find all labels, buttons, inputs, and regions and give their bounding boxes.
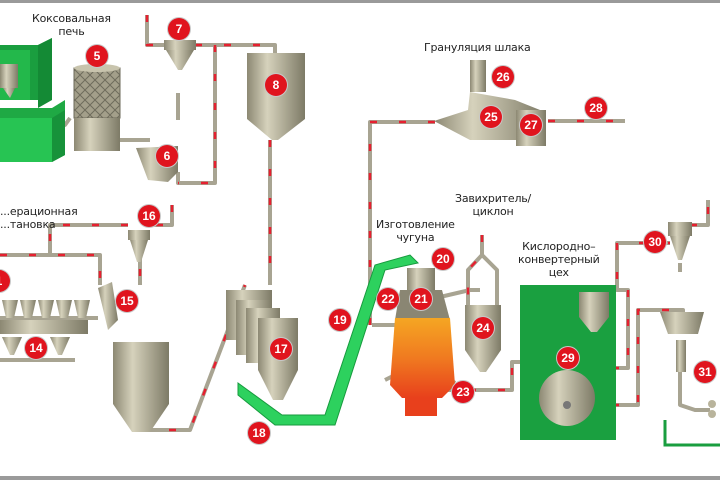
badge-5: 5	[86, 45, 108, 67]
badge-8: 8	[265, 74, 287, 96]
top-border	[0, 0, 720, 3]
chute-15	[98, 282, 118, 330]
converter	[539, 370, 595, 426]
badge-25: 25	[480, 106, 502, 128]
badge-19: 19	[329, 309, 351, 331]
badge-22: 22	[377, 288, 399, 310]
pipe	[0, 253, 102, 285]
badge-29: 29	[557, 347, 579, 369]
pipe	[678, 370, 710, 412]
badge-30: 30	[644, 231, 666, 253]
conveyor-belt	[237, 254, 420, 426]
cyclone-16	[128, 230, 150, 240]
badge-21: 21	[410, 288, 432, 310]
pipe	[176, 45, 217, 185]
badge-14: 14	[25, 337, 47, 359]
badge-27: 27	[520, 114, 542, 136]
badge-partial: 1	[0, 270, 10, 292]
pipe	[195, 43, 277, 55]
badge-18: 18	[248, 422, 270, 444]
pipe	[48, 223, 128, 255]
pipe	[145, 15, 165, 47]
pipe	[612, 241, 670, 370]
badge-15: 15	[116, 290, 138, 312]
storage-silo	[113, 342, 169, 404]
cyclone-30	[668, 222, 692, 236]
bottom-border	[0, 476, 720, 480]
badge-28: 28	[585, 97, 607, 119]
cyclone-7	[164, 40, 196, 50]
badge-24: 24	[472, 317, 494, 339]
sinter-machine	[0, 300, 90, 355]
coke-oven-shaft	[73, 67, 121, 119]
pipe	[690, 200, 710, 227]
badge-26: 26	[492, 66, 514, 88]
caster-tundish	[660, 312, 704, 334]
label-slag-granulation: Грануляция шлака	[424, 41, 531, 54]
badge-7: 7	[168, 18, 190, 40]
coke-oven-base	[74, 118, 120, 151]
label-swirler-cyclone: Завихритель/циклон	[455, 192, 532, 218]
pipe	[439, 288, 480, 299]
badge-23: 23	[452, 381, 474, 403]
badge-31: 31	[694, 361, 716, 383]
badge-6: 6	[156, 145, 178, 167]
label-sinter-plant: ...ерационная...тановка	[0, 205, 78, 231]
badge-20: 20	[432, 248, 454, 270]
badge-16: 16	[138, 205, 160, 227]
badge-17: 17	[270, 338, 292, 360]
coke-oven-building	[0, 38, 65, 162]
